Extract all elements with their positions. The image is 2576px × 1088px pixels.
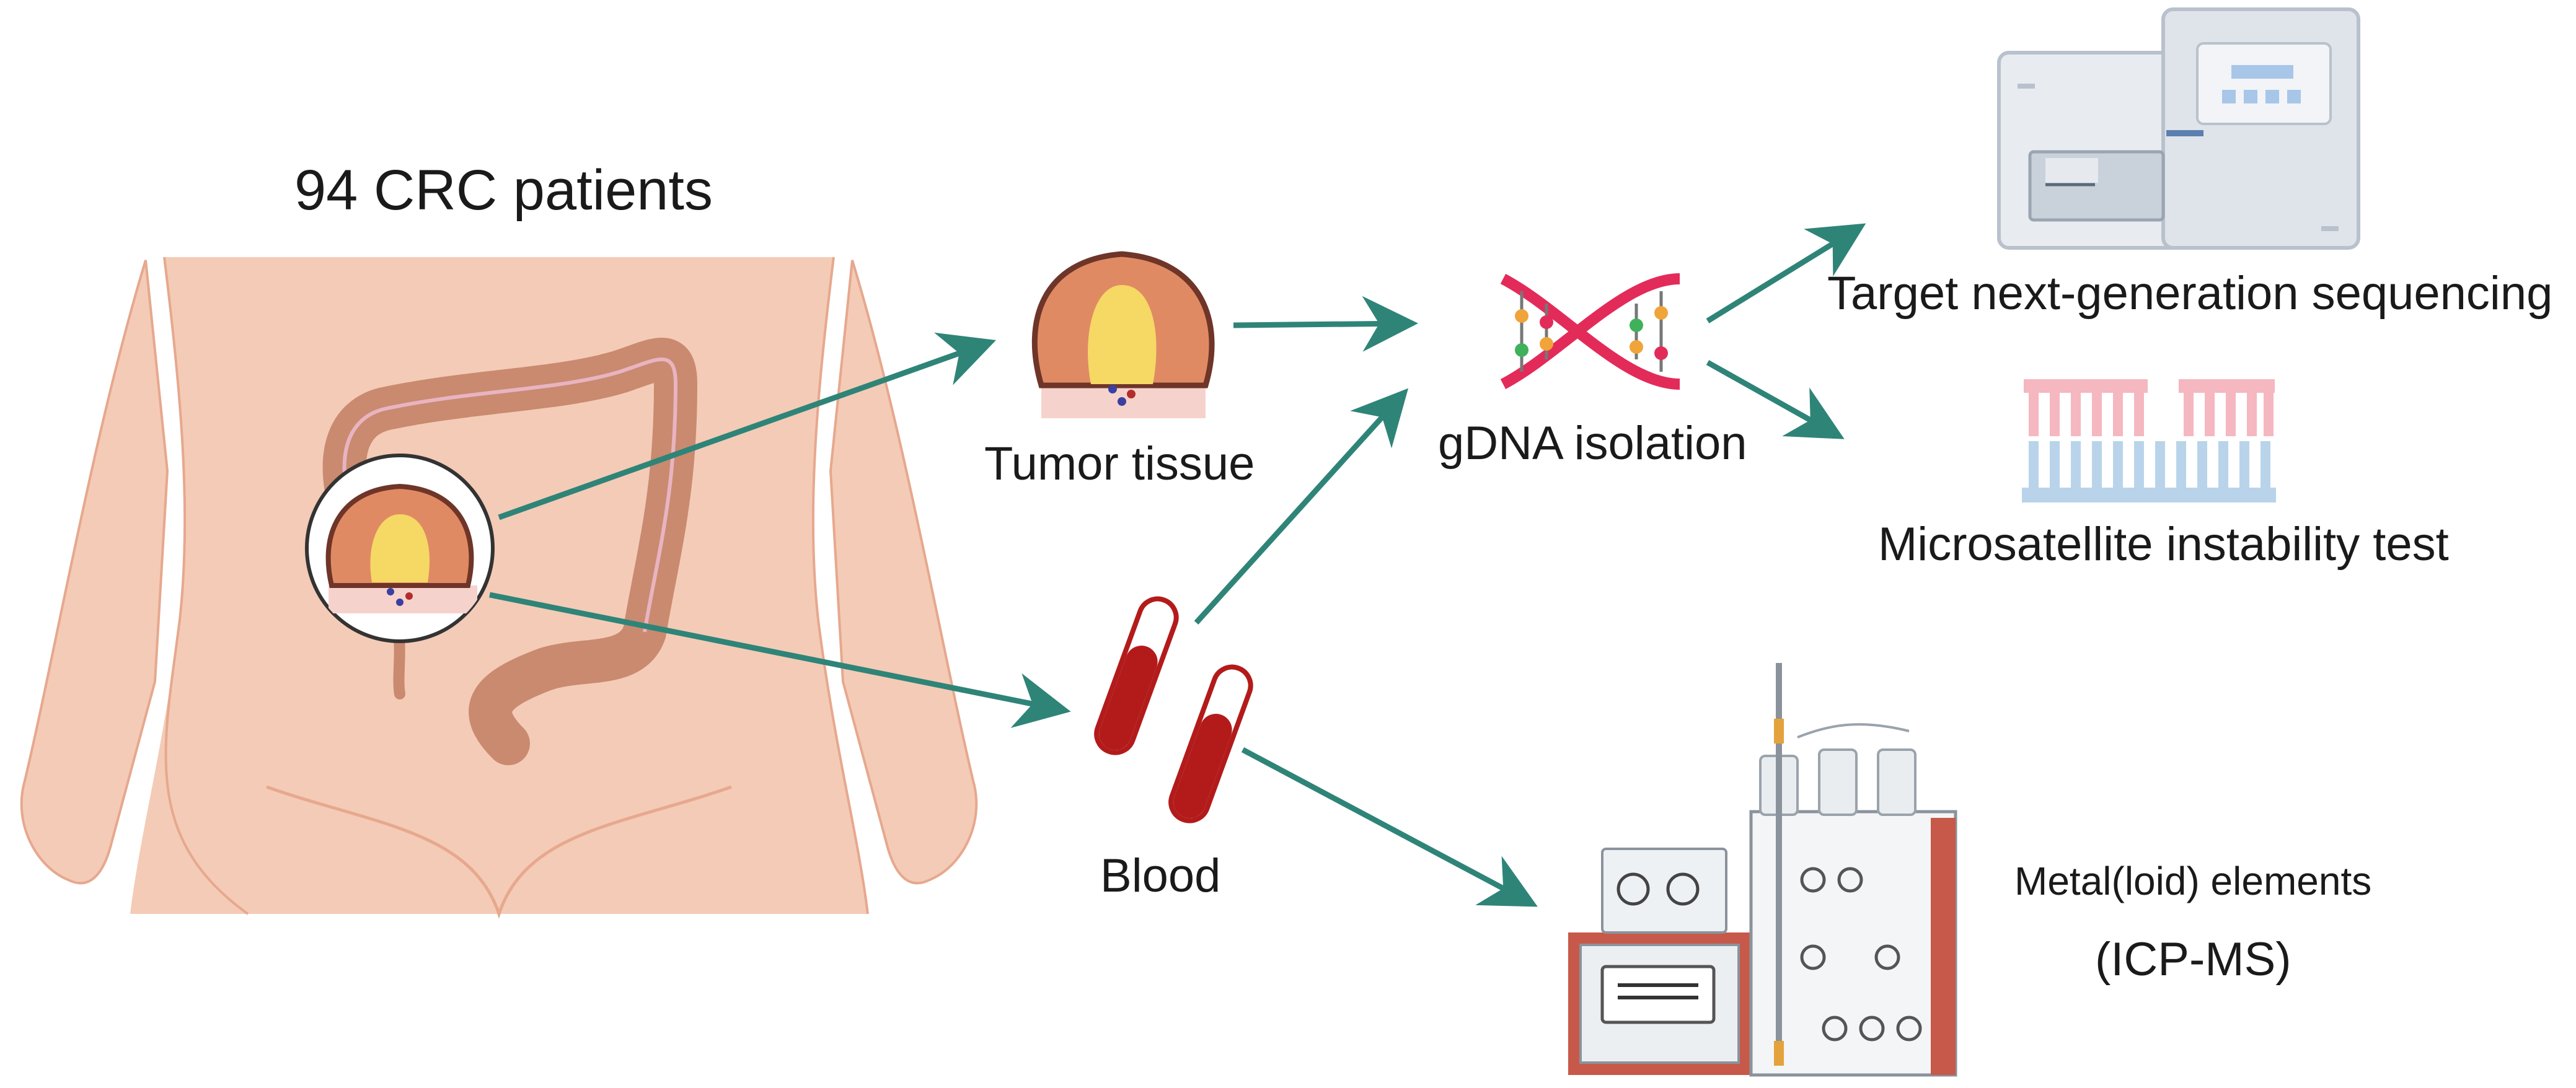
arrow-gdna-to-tngs bbox=[1706, 223, 1866, 323]
arrow-blood-to-icpms bbox=[1241, 747, 1538, 907]
tngs-label: Target next-generation sequencing bbox=[1827, 267, 2553, 320]
arrow-gdna-to-msi bbox=[1706, 360, 1845, 439]
blood-tube-icon bbox=[1094, 596, 1253, 823]
metal-elements-label: Metal(loid) elements bbox=[2014, 859, 2372, 903]
flow-arrows bbox=[489, 223, 1866, 907]
page-title: 94 CRC patients bbox=[294, 159, 713, 222]
icp-ms-label: (ICP-MS) bbox=[2095, 933, 2291, 986]
gdna-isolation-label: gDNA isolation bbox=[1438, 417, 1747, 470]
arrow-blood-to-gdna bbox=[1194, 388, 1409, 625]
body-silhouette-icon bbox=[20, 257, 978, 919]
msi-comb-icon bbox=[2022, 379, 2276, 502]
blood-label: Blood bbox=[1100, 849, 1221, 902]
tumor-tissue-icon bbox=[1031, 251, 1215, 418]
tumor-tissue-label: Tumor tissue bbox=[984, 437, 1255, 490]
icp-ms-instrument-icon bbox=[1568, 663, 1957, 1077]
msi-test-label: Microsatellite instability test bbox=[1878, 518, 2449, 571]
arrow-tumor-to-gdna bbox=[1233, 296, 1418, 352]
dna-helix-icon bbox=[1500, 273, 1680, 390]
sequencer-icon bbox=[1997, 7, 2360, 250]
arrow-circle-to-blood bbox=[489, 592, 1071, 728]
tumor-zoom-icon bbox=[305, 454, 495, 643]
arrow-circle-to-tumor bbox=[498, 332, 996, 520]
